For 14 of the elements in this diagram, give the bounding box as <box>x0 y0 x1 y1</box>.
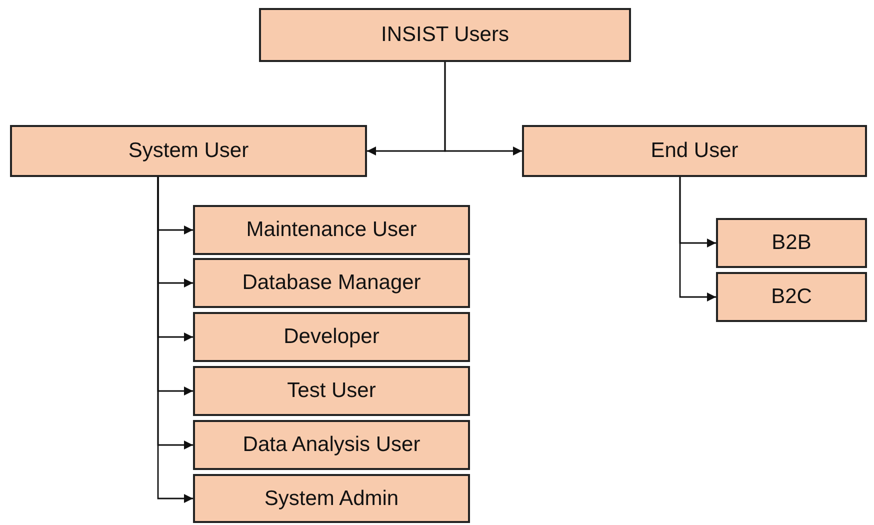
role-box: End User <box>522 125 867 177</box>
role-box: B2B <box>716 218 867 268</box>
role-box: System Admin <box>193 474 470 523</box>
role-box: Maintenance User <box>193 205 470 255</box>
role-box: B2C <box>716 272 867 322</box>
role-box: Developer <box>193 312 470 362</box>
arrow <box>444 62 522 156</box>
role-box: System User <box>10 125 367 177</box>
arrow <box>157 177 193 503</box>
role-box: Data Analysis User <box>193 420 470 470</box>
arrow <box>679 177 716 302</box>
role-box: Test User <box>193 366 470 416</box>
role-box: Database Manager <box>193 258 470 308</box>
role-box: INSIST Users <box>259 8 631 62</box>
